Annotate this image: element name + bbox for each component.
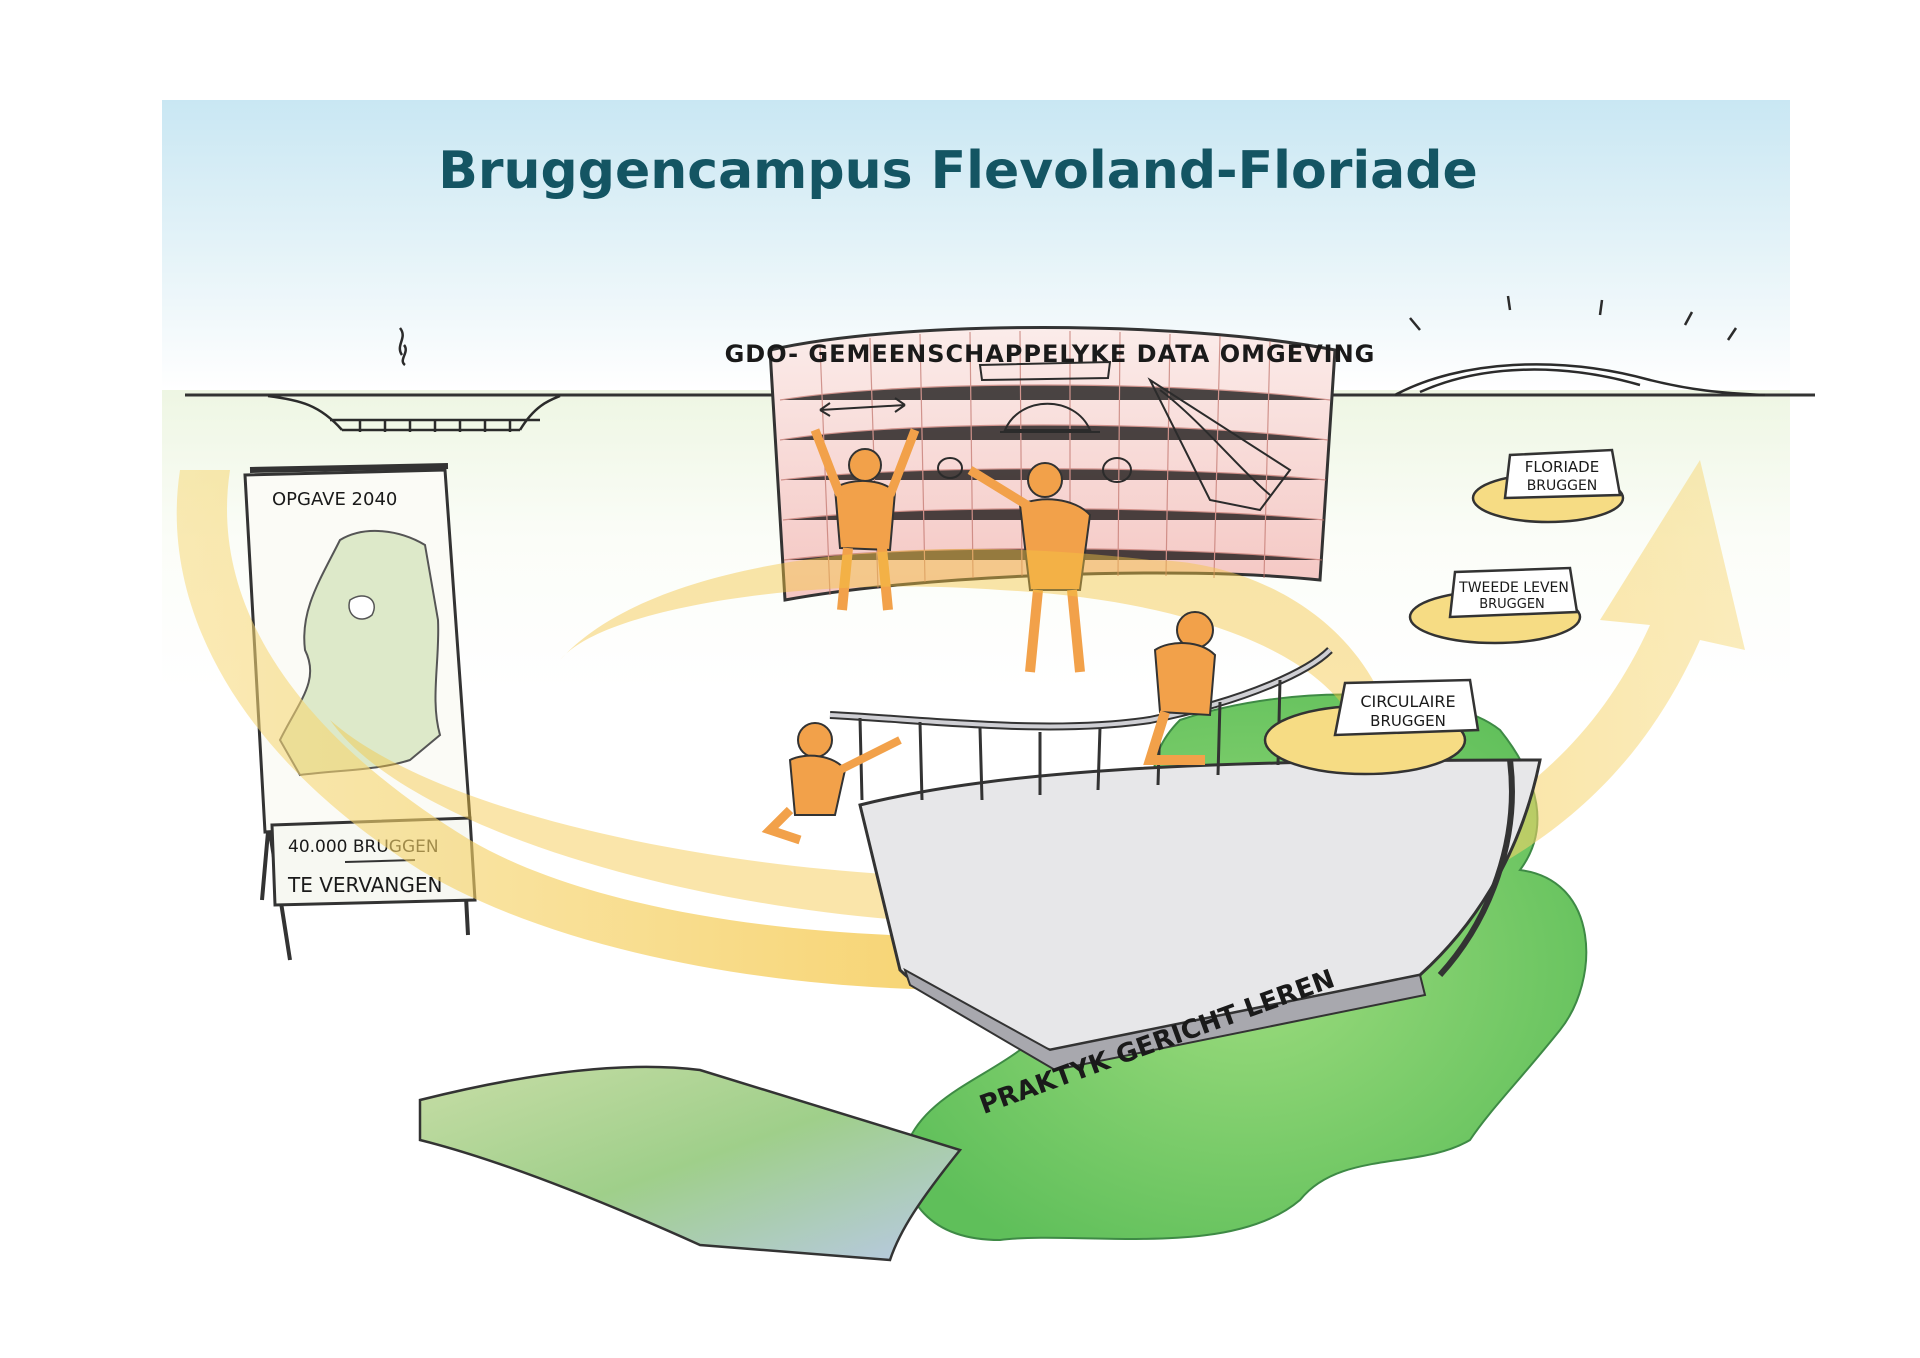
person-kneeling [761, 722, 902, 845]
person-at-wall-left [810, 428, 920, 611]
flipchart-heading: OPGAVE 2040 [272, 489, 397, 510]
poster-title: Bruggencampus Flevoland-Floriade [438, 141, 1478, 201]
person-at-wall-right [967, 462, 1092, 673]
aerial-map-sheet [418, 1065, 963, 1262]
flipchart-sign-line2: TE VERVANGEN [287, 873, 442, 897]
plinth-floriade: FLORIADE BRUGGEN [1471, 448, 1625, 524]
plinth-tweede-leven-line1: TWEEDE LEVEN [1458, 580, 1569, 596]
distant-bridge-left [267, 327, 561, 432]
bridge-model [829, 647, 1542, 1072]
plinth-floriade-line1: FLORIADE [1525, 458, 1599, 476]
plinth-tweede-leven-line2: BRUGGEN [1479, 597, 1545, 612]
gdo-data-wall: GDO- GEMEENSCHAPPELYKE DATA OMGEVING [725, 326, 1374, 602]
plinth-circulaire: CIRCULAIRE BRUGGEN [1263, 678, 1480, 776]
plinth-circulaire-line1: CIRCULAIRE [1360, 692, 1455, 711]
distant-bridge-right [1394, 295, 1766, 397]
plinth-floriade-line2: BRUGGEN [1527, 478, 1598, 494]
plinth-circulaire-line2: BRUGGEN [1370, 712, 1446, 730]
person-seated [1143, 611, 1217, 765]
plinth-tweede-leven: TWEEDE LEVEN BRUGGEN [1408, 566, 1582, 645]
